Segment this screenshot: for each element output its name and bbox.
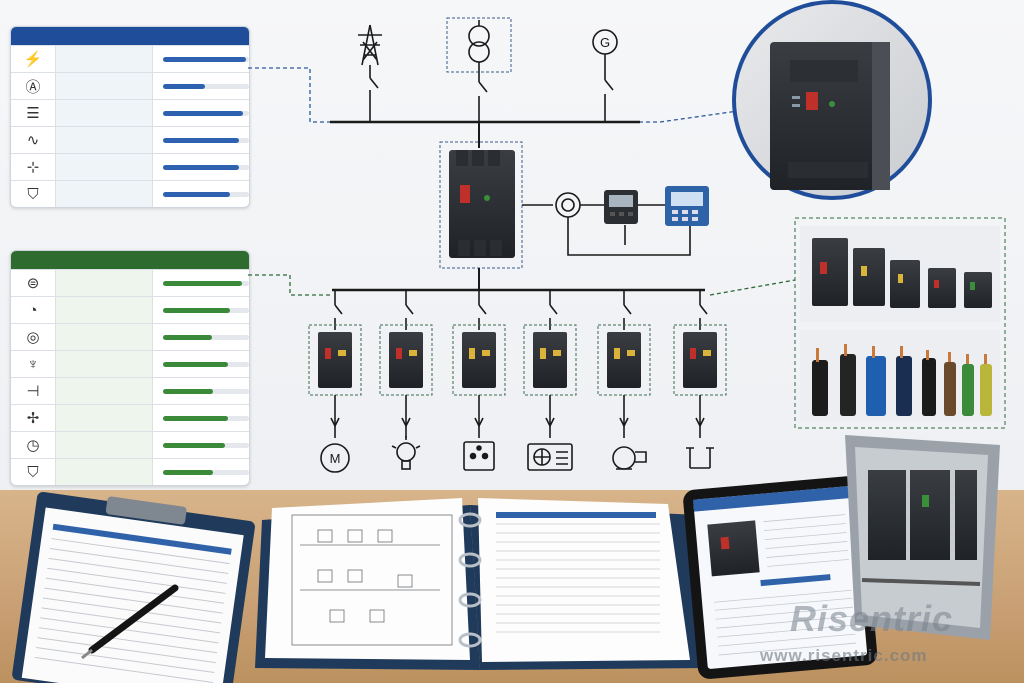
watermark-logo: Risentric <box>790 598 953 640</box>
watermark-url: www.risentric.com <box>760 646 928 666</box>
open-binder <box>255 498 708 670</box>
clipboard <box>11 486 256 683</box>
